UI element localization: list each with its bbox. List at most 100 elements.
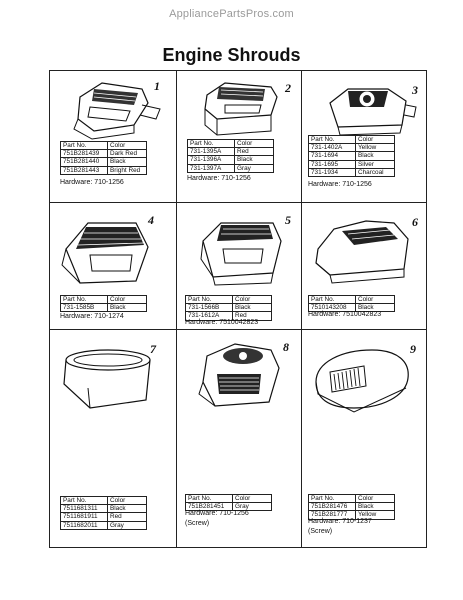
item-number: 4: [148, 213, 154, 227]
part-color: Bright Red: [107, 165, 147, 175]
watermark: AppliancePartsPros.com: [169, 8, 294, 20]
header-color: Color: [355, 294, 395, 305]
part-color: Black: [234, 155, 274, 165]
shroud-illustration: [61, 222, 149, 284]
part-color: Black: [107, 157, 147, 167]
shroud-illustration: [63, 349, 151, 409]
header-color: Color: [107, 294, 147, 305]
part-number: 731-1566B: [185, 303, 233, 313]
part-number: 731-1395A: [187, 147, 235, 157]
item-number: 1: [154, 79, 160, 93]
part-number: 751B281443: [60, 165, 108, 175]
hardware-label: Hardware: 710-1256: [60, 179, 124, 186]
part-color: Black: [355, 502, 395, 512]
part-color: Yellow: [355, 510, 395, 520]
item-number: 7: [150, 342, 156, 356]
part-color: Silver: [355, 159, 395, 169]
header-color: Color: [232, 493, 272, 504]
hardware-note: (Screw): [308, 528, 333, 535]
part-color: Gray: [234, 163, 274, 173]
part-color: Red: [232, 311, 272, 321]
part-color: Black: [232, 303, 272, 313]
hardware-note: (Screw): [185, 520, 210, 527]
header-part-no: Part No.: [308, 493, 356, 504]
header-part-no: Part No.: [185, 294, 233, 305]
part-color: Black: [107, 504, 147, 514]
item-number: 2: [285, 81, 291, 95]
grid-divider: [176, 71, 177, 547]
header-color: Color: [107, 140, 147, 151]
part-number: 7511682011: [60, 520, 108, 530]
part-color: Red: [234, 147, 274, 157]
page-title: Engine Shrouds: [162, 45, 301, 65]
shroud-illustration: [329, 88, 417, 136]
part-color: Dark Red: [107, 149, 147, 159]
hardware-label: Hardware: 710-1274: [60, 313, 124, 320]
hardware-label: Hardware: 7510042823: [185, 319, 259, 326]
hardware-label: Hardware: 710-1237: [308, 518, 372, 525]
shroud-illustration: [204, 82, 278, 136]
part-number: 731-1397A: [187, 163, 235, 173]
shroud-illustration: [73, 82, 161, 140]
part-number: 751B281440: [60, 157, 108, 167]
header-color: Color: [234, 138, 274, 149]
item-number: 9: [410, 342, 416, 356]
part-number: 731-1695: [308, 159, 356, 169]
item-number: 3: [412, 83, 418, 97]
header-color: Color: [355, 493, 395, 504]
part-color: Gray: [107, 520, 147, 530]
item-number: 5: [285, 213, 291, 227]
part-number: 731-1694: [308, 151, 356, 161]
shroud-illustration: [200, 222, 282, 286]
hardware-label: Hardware: 710-1256: [185, 510, 249, 517]
header-part-no: Part No.: [60, 294, 108, 305]
part-color: Black: [355, 151, 395, 161]
header-part-no: Part No.: [308, 294, 356, 305]
part-number: 731-1396A: [187, 155, 235, 165]
part-number: 731-1585B: [60, 303, 108, 313]
part-number: 731-1402A: [308, 143, 356, 153]
part-color: Yellow: [355, 143, 395, 153]
header-part-no: Part No.: [308, 134, 356, 145]
hardware-label: Hardware: 710-1256: [187, 175, 251, 182]
shroud-illustration: [198, 343, 280, 407]
header-color: Color: [107, 495, 147, 506]
item-number: 8: [283, 340, 289, 354]
part-number: 751B281439: [60, 149, 108, 159]
item-number: 6: [412, 215, 418, 229]
header-part-no: Part No.: [60, 495, 108, 506]
hardware-label: Hardware: 7510042823: [308, 311, 382, 318]
shroud-illustration: [315, 220, 409, 284]
grid-divider: [50, 329, 426, 330]
part-color: Black: [355, 303, 395, 313]
grid-divider: [301, 71, 302, 547]
hardware-label: Hardware: 710-1256: [308, 181, 372, 188]
part-number: 731-1934: [308, 167, 356, 178]
header-color: Color: [232, 294, 272, 305]
shroud-illustration: [315, 349, 409, 413]
part-color: Red: [107, 512, 147, 522]
header-part-no: Part No.: [185, 493, 233, 504]
part-color: Gray: [232, 502, 272, 512]
header-part-no: Part No.: [60, 140, 108, 151]
part-color: Charcoal: [355, 167, 395, 178]
part-number: 7511681911: [60, 512, 108, 522]
